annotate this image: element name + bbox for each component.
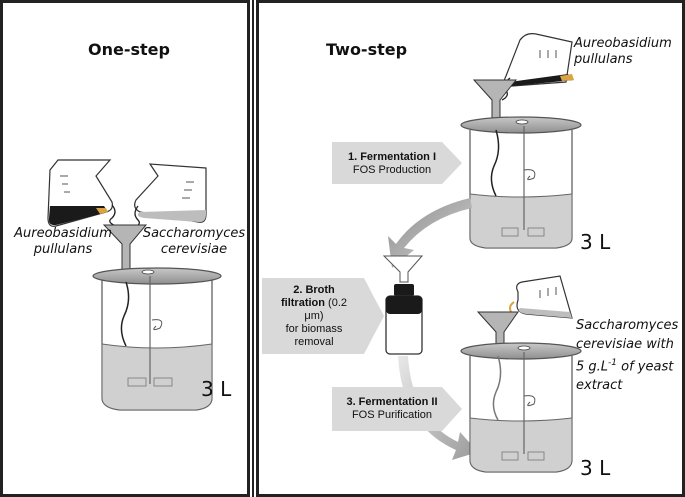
label-sc-extract-sup: -1 <box>608 358 618 368</box>
bioreactor-top <box>460 116 582 249</box>
funnel-top <box>472 79 518 121</box>
flask-aureobasidium-left <box>47 159 113 227</box>
step3-title: 3. Fermentation II <box>346 396 438 408</box>
label-saccharomyces-extract: Saccharomyces cerevisiae with 5 g.L-1 of… <box>576 316 682 395</box>
volume-top: 3 L <box>580 230 611 254</box>
label-aureobasidium-left: Aureobasidium pullulans <box>8 226 118 258</box>
step2-paren-a: (0.2 <box>324 297 347 309</box>
flask-saccharomyces-bottom <box>516 275 573 319</box>
curve-arrow-to-filter <box>388 198 472 268</box>
bioreactor-left <box>92 267 222 411</box>
step2-sub-a: for biomass <box>285 323 343 335</box>
step3-label: 3. Fermentation II FOS Purification <box>332 396 452 422</box>
filter-bottle <box>382 255 424 355</box>
label-aureobasidium-top-line1: Aureobasidium <box>574 36 672 51</box>
label-aureobasidium-left-line1: Aureobasidium <box>14 226 112 241</box>
label-aureobasidium-top: Aureobasidium pullulans <box>574 36 674 68</box>
label-sc-extract-line4: extract <box>576 378 623 394</box>
flask-saccharomyces-left <box>134 163 207 223</box>
step2-sub-b: removal <box>294 336 334 348</box>
label-aureobasidium-left-line2: pullulans <box>33 242 93 257</box>
step2-label: 2. Broth filtration (0.2 μm) for biomass… <box>262 284 366 349</box>
panel-right-frame <box>252 0 685 497</box>
label-sc-extract-line3-post: of yeast <box>617 359 674 375</box>
step3-subtitle: FOS Purification <box>351 409 433 421</box>
title-one-step: One-step <box>88 40 170 59</box>
step2-title-b: filtration <box>280 297 325 309</box>
label-saccharomyces-left: Saccharomyces cerevisiae <box>140 226 248 258</box>
step1-title: 1. Fermentation I <box>347 151 437 163</box>
step2-arrow <box>262 278 384 354</box>
step1-arrow <box>332 142 462 184</box>
label-sc-extract-line3-pre: 5 g.L <box>576 359 609 375</box>
step3-arrow <box>332 387 462 431</box>
step2-title-a: 2. Broth <box>293 284 335 296</box>
label-sc-extract-line2: cerevisiae with <box>576 337 674 352</box>
volume-left: 3 L <box>201 377 232 401</box>
step2-paren-b: μm) <box>304 310 324 322</box>
label-saccharomyces-left-line1: Saccharomyces <box>142 226 246 241</box>
label-saccharomyces-left-line2: cerevisiae <box>160 242 228 257</box>
label-sc-extract-line1: Saccharomyces <box>576 318 679 333</box>
panel-left-frame <box>0 0 250 497</box>
volume-bottom: 3 L <box>580 456 611 480</box>
step1-label: 1. Fermentation I FOS Production <box>332 151 452 177</box>
title-two-step: Two-step <box>326 40 408 59</box>
step1-subtitle: FOS Production <box>352 164 432 176</box>
label-aureobasidium-top-line2: pullulans <box>574 52 633 67</box>
flask-aureobasidium-top <box>503 33 574 87</box>
bioreactor-bottom <box>460 342 582 473</box>
